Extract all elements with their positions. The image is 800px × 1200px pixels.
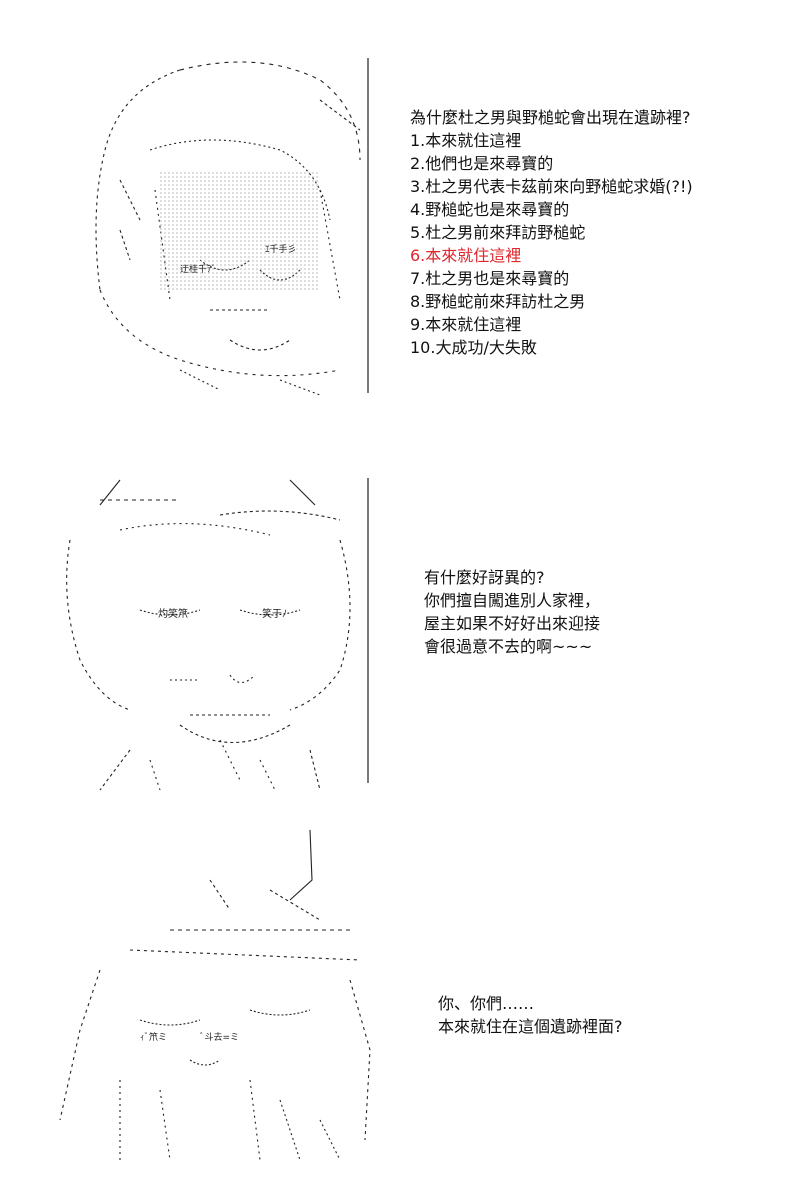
option-2: 2.他們也是來尋寶的 [410, 154, 554, 173]
art-label-5: ｨﾞ笊ミ [140, 1031, 167, 1043]
option-3: 3.杜之男代表卡茲前來向野槌蛇求婚(?!) [410, 177, 693, 196]
speech-line-2: 你們擅自闖進別人家裡， [424, 591, 601, 610]
divider-line-2 [367, 478, 369, 783]
divider-line [367, 58, 369, 393]
ascii-art-character-1: 迂桂千ﾃﾞ ｴ千手彡 [60, 40, 380, 400]
panel-1: 迂桂千ﾃﾞ ｴ千手彡 為什麼杜之男與野槌蛇會出現在遺跡裡? 1.本來就住這裡 2… [0, 0, 800, 420]
panel-3-text: 你、你們…… 本來就住在這個遺跡裡面? [438, 992, 623, 1038]
option-6-highlighted: 6.本來就住這裡 [410, 246, 522, 265]
panel-2-text: 有什麼好訝異的? 你們擅自闖進別人家裡， 屋主如果不好好出來迎接 會很過意不去的… [424, 566, 600, 658]
option-4: 4.野槌蛇也是來尋寶的 [410, 200, 570, 219]
speech-line-6: 本來就住在這個遺跡裡面? [438, 1017, 623, 1036]
speech-line-5: 你、你們…… [438, 994, 535, 1013]
ascii-art-character-3: ｨﾞ笊ミ ﾞ斗去=ミ [20, 820, 390, 1180]
option-1: 1.本來就住這裡 [410, 131, 522, 150]
panel-3: ｨﾞ笊ミ ﾞ斗去=ミ 你、你們…… 本來就住在這個遺跡裡面? [0, 820, 800, 1190]
option-8: 8.野槌蛇前來拜訪杜之男 [410, 292, 586, 311]
speech-line-4: 會很過意不去的啊~~~ [424, 637, 593, 656]
option-5: 5.杜之男前來拜訪野槌蛇 [410, 223, 586, 242]
ascii-art-character-2: 灼笑笊 笑于ﾉ [40, 460, 370, 800]
panel-2: 灼笑笊 笑于ﾉ 有什麼好訝異的? 你們擅自闖進別人家裡， 屋主如果不好好出來迎接… [0, 450, 800, 810]
panel-1-text: 為什麼杜之男與野槌蛇會出現在遺跡裡? 1.本來就住這裡 2.他們也是來尋寶的 3… [410, 106, 693, 359]
art-label-3: 灼笑笊 [158, 607, 188, 620]
question-text: 為什麼杜之男與野槌蛇會出現在遺跡裡? [410, 108, 691, 127]
speech-line-1: 有什麼好訝異的? [424, 568, 545, 587]
art-label-4: 笑于ﾉ [262, 607, 287, 620]
option-7: 7.杜之男也是來尋寶的 [410, 269, 570, 288]
option-9: 9.本來就住這裡 [410, 315, 522, 334]
art-label-1: 迂桂千ﾃﾞ [180, 263, 216, 275]
speech-line-3: 屋主如果不好好出來迎接 [424, 614, 601, 633]
option-10: 10.大成功/大失敗 [410, 338, 537, 357]
art-label-2: ｴ千手彡 [265, 243, 297, 255]
art-label-6: ﾞ斗去=ミ [200, 1031, 239, 1043]
